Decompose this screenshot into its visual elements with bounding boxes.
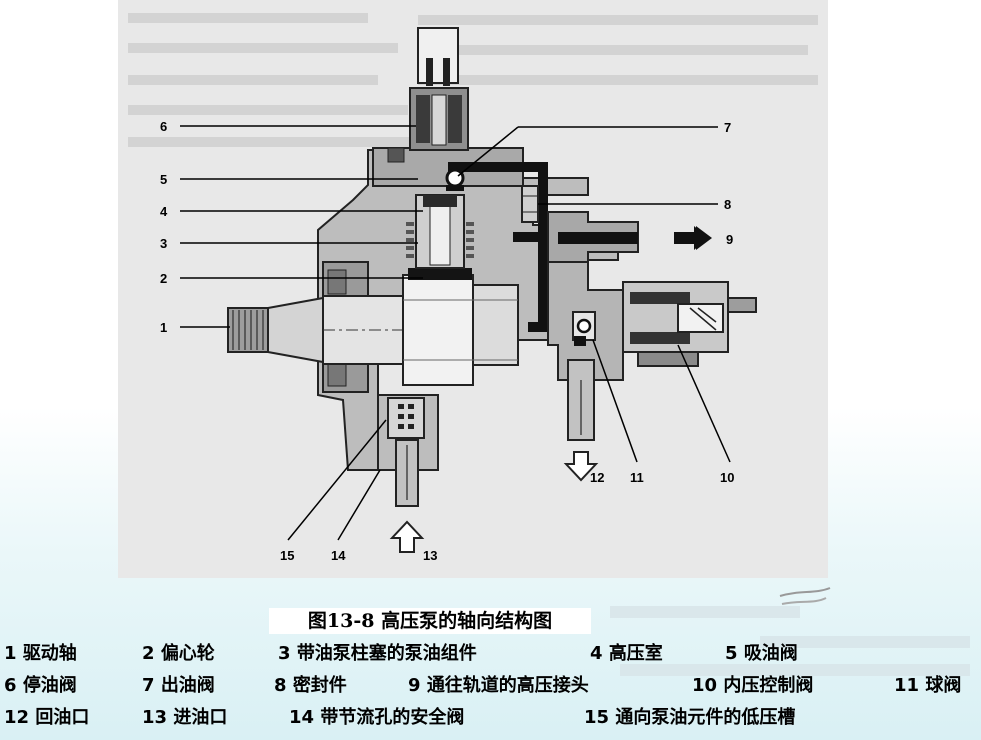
outlet-valve [445,168,465,191]
callout-15: 15 [280,548,294,563]
background-text-smudge [128,13,818,147]
pressure-control-valve [547,261,757,381]
callout-9: 9 [726,232,733,247]
legend-item: 10 内压控制阀 [692,675,814,696]
callout-14: 14 [331,548,346,563]
legend-item: 6 停油阀 [4,675,77,696]
legend-row: 12 回油口 13 进油口 14 带节流孔的安全阀 15 通向泵油元件的低压槽 [4,704,979,736]
to-rail-arrow [674,226,708,250]
callout-1: 1 [160,320,167,335]
leader-lines [180,125,731,541]
drive-shaft [227,295,513,365]
callout-5: 5 [160,172,167,187]
legend-row: 1 驱动轴 2 偏心轮 3 带油泵柱塞的泵油组件 4 高压室 5 吸油阀 [4,640,979,672]
legend-item: 3 带油泵柱塞的泵油组件 [278,643,477,664]
legend-row: 6 停油阀 7 出油阀 8 密封件 9 通往轨道的高压接头 10 内压控制阀 1… [4,672,979,704]
callout-13: 13 [423,548,437,563]
seal [521,185,539,223]
eccentric-cam [402,274,519,386]
inlet-pipe [389,439,425,553]
callout-4: 4 [160,204,168,219]
callout-10: 10 [720,470,734,485]
legend-item: 5 吸油阀 [725,643,798,664]
callout-2: 2 [160,271,167,286]
safety-valve [387,397,425,439]
callout-6: 6 [160,119,167,134]
return-pipe [563,359,599,482]
pump-cross-section-figure: 6 5 4 3 2 1 7 8 9 10 11 12 13 14 15 [118,0,828,578]
figure-caption: 图13-8 高压泵的轴向结构图 [269,608,591,634]
pump-element [406,194,474,280]
legend-item: 12 回油口 [4,707,90,728]
legend-item: 2 偏心轮 [142,643,215,664]
legend-item: 8 密封件 [274,675,347,696]
callout-12: 12 [590,470,604,485]
figure-legend: 1 驱动轴 2 偏心轮 3 带油泵柱塞的泵油组件 4 高压室 5 吸油阀 6 停… [4,640,979,736]
legend-item: 14 带节流孔的安全阀 [289,707,465,728]
callout-labels: 6 5 4 3 2 1 7 8 9 10 11 12 13 14 15 [160,119,734,563]
legend-item: 1 驱动轴 [4,643,77,664]
callout-8: 8 [724,197,731,212]
callout-7: 7 [724,120,731,135]
pump-drawing: 6 5 4 3 2 1 7 8 9 10 11 12 13 14 15 [128,13,818,563]
legend-item: 9 通往轨道的高压接头 [408,675,589,696]
ball-valve [572,311,596,346]
legend-item: 13 进油口 [142,707,228,728]
legend-item: 15 通向泵油元件的低压槽 [584,707,796,728]
spring [406,222,474,258]
stop-valve-solenoid [387,27,469,163]
legend-item: 4 高压室 [590,643,663,664]
callout-3: 3 [160,236,167,251]
legend-item: 11 球阀 [894,675,962,696]
callout-11: 11 [630,470,644,485]
legend-item: 7 出油阀 [142,675,215,696]
